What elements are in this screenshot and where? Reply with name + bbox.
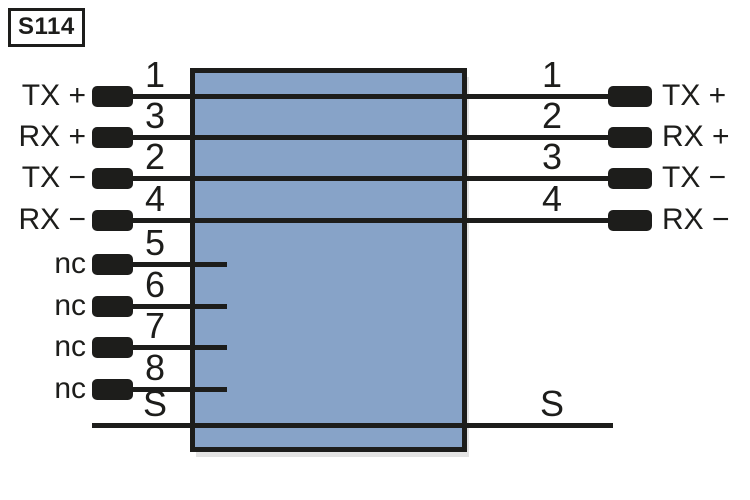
right-signal-txplus: TX + bbox=[662, 79, 727, 112]
left-signal-nc8: nc bbox=[54, 372, 86, 405]
left-pad-pin8 bbox=[92, 379, 133, 400]
left-signal-txminus: TX − bbox=[21, 161, 86, 194]
right-pin-number-1: 1 bbox=[541, 54, 563, 95]
right-pin-number-3: 3 bbox=[541, 136, 563, 177]
left-pin-number-3: 3 bbox=[144, 95, 166, 136]
left-pad-pin7 bbox=[92, 337, 133, 358]
left-pad-pin6 bbox=[92, 296, 133, 317]
wire-rxminus bbox=[131, 218, 610, 223]
left-pin-number-6: 6 bbox=[144, 264, 166, 305]
right-shield-label: S bbox=[539, 383, 564, 424]
left-pin-number-5: 5 bbox=[144, 222, 166, 263]
right-signal-txminus: TX − bbox=[662, 161, 727, 194]
right-pad-pin2 bbox=[608, 127, 652, 148]
wire-txplus bbox=[131, 94, 610, 99]
left-pin-number-1: 1 bbox=[144, 54, 166, 95]
left-pad-pin5 bbox=[92, 254, 133, 275]
right-pin-number-4: 4 bbox=[541, 178, 563, 219]
left-signal-txplus: TX + bbox=[21, 79, 86, 112]
left-pin-number-8: 8 bbox=[144, 347, 166, 388]
left-signal-rxminus: RX − bbox=[18, 203, 86, 236]
wire-nc-pin6 bbox=[131, 304, 227, 309]
left-signal-rxplus: RX + bbox=[18, 120, 86, 153]
wire-nc-pin8 bbox=[131, 387, 227, 392]
left-pad-pin2 bbox=[92, 168, 133, 189]
left-signal-nc6: nc bbox=[54, 289, 86, 322]
right-pad-pin4 bbox=[608, 210, 652, 231]
right-pin-number-2: 2 bbox=[541, 95, 563, 136]
right-pad-pin1 bbox=[608, 86, 652, 107]
wire-rxplus bbox=[131, 135, 610, 140]
wire-txminus bbox=[131, 176, 610, 181]
cable-body bbox=[190, 68, 467, 452]
wire-shield bbox=[92, 423, 613, 428]
left-pad-pin4 bbox=[92, 210, 133, 231]
left-pin-number-2: 2 bbox=[144, 136, 166, 177]
left-pin-number-4: 4 bbox=[144, 178, 166, 219]
right-signal-rxminus: RX − bbox=[662, 203, 730, 236]
left-pad-pin1 bbox=[92, 86, 133, 107]
left-signal-nc7: nc bbox=[54, 330, 86, 363]
wire-nc-pin7 bbox=[131, 345, 227, 350]
left-shield-label: S bbox=[142, 383, 167, 424]
left-signal-nc5: nc bbox=[54, 247, 86, 280]
wire-nc-pin5 bbox=[131, 262, 227, 267]
diagram-title: S114 bbox=[8, 8, 85, 47]
left-pad-pin3 bbox=[92, 127, 133, 148]
right-signal-rxplus: RX + bbox=[662, 120, 730, 153]
left-pin-number-7: 7 bbox=[144, 305, 166, 346]
right-pad-pin3 bbox=[608, 168, 652, 189]
